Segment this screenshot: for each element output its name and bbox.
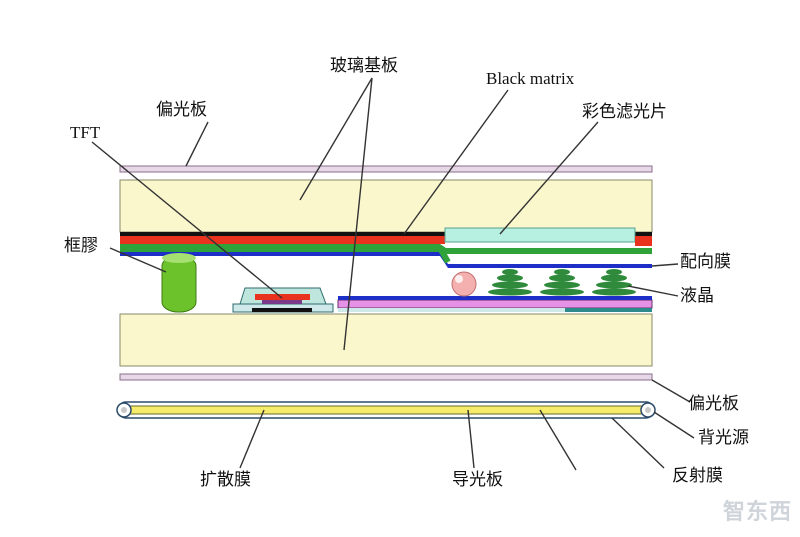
leader-alignment	[651, 263, 679, 267]
black-matrix-layer	[120, 232, 652, 236]
label-backlight: 背光源	[698, 428, 749, 448]
leader-polarizer-bottom	[651, 379, 691, 403]
top-polarizer	[119, 165, 653, 173]
leader-glass-bottom	[343, 77, 373, 351]
leader-polarizer-top	[185, 121, 209, 167]
label-color-filter: 彩色滤光片	[582, 102, 667, 122]
watermark: 智东西	[722, 500, 792, 525]
green-filter-layer	[120, 244, 652, 254]
color-filter-segment	[444, 227, 636, 243]
red-filter-right	[635, 236, 652, 246]
label-diffuser: 扩散膜	[200, 470, 251, 490]
label-black-matrix: Black matrix	[486, 69, 575, 88]
label-glass-substrate: 玻璃基板	[330, 56, 398, 76]
light-guide-plate	[125, 405, 647, 415]
pixel-electrode	[337, 299, 653, 309]
leader-color-filter	[499, 121, 599, 235]
leader-lines	[91, 77, 695, 471]
top-glass-substrate	[119, 179, 653, 233]
lamp-left-core	[121, 407, 127, 413]
label-polarizer-bottom: 偏光板	[688, 394, 739, 414]
frame-seal-top	[162, 253, 196, 263]
leader-glass-top	[299, 77, 373, 201]
label-polarizer-top: 偏光板	[156, 100, 207, 120]
leader-liquid-crystal	[627, 285, 679, 297]
filter-step	[437, 246, 451, 264]
leader-reflector	[611, 417, 665, 469]
leader-light-guide	[467, 409, 475, 469]
spacer-sphere	[451, 271, 477, 297]
label-liquid-crystal: 液晶	[680, 286, 714, 306]
label-tft: TFT	[70, 123, 101, 142]
leader-backlight	[653, 411, 695, 439]
leader-diffuser	[239, 409, 265, 469]
tft-source-drain	[252, 308, 312, 312]
label-alignment-film: 配向膜	[680, 252, 731, 272]
red-filter-layer	[120, 236, 445, 244]
top-alignment-film	[120, 252, 652, 268]
bottom-polarizer	[119, 373, 653, 381]
tft-channel	[262, 300, 302, 304]
liquid-crystal-stack-2	[540, 269, 584, 296]
liquid-crystal-stack-3	[592, 269, 636, 296]
liquid-crystal-stack-1	[488, 269, 532, 296]
label-light-guide: 导光板	[452, 470, 503, 490]
storage-capacitor	[565, 308, 652, 312]
leader-tft	[91, 141, 283, 299]
leader-frame-seal	[109, 247, 167, 273]
label-reflector: 反射膜	[672, 466, 723, 486]
bottom-alignment-film	[338, 296, 652, 300]
label-frame-seal: 框膠	[64, 236, 98, 256]
tft-gate	[255, 294, 310, 300]
bottom-glass-substrate	[119, 313, 653, 367]
frame-seal-body	[161, 255, 197, 313]
sphere-highlight	[455, 275, 463, 283]
lamp-right-core	[645, 407, 651, 413]
leader-black-matrix	[403, 89, 509, 235]
leader-light-guide-2	[539, 409, 577, 471]
pixel-base	[338, 308, 565, 312]
